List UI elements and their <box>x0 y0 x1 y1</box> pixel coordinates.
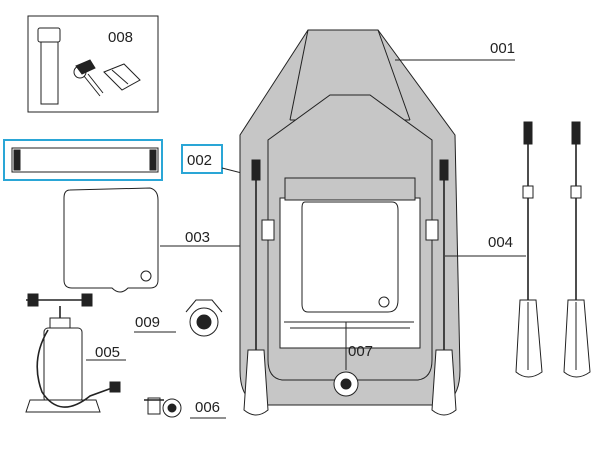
repair-patch <box>103 63 141 91</box>
valve-key-head <box>75 59 96 75</box>
oar-left-blade <box>243 349 269 416</box>
repair-kit-frame <box>27 15 159 113</box>
seat-bench-icon <box>11 147 159 173</box>
label-002: 002 <box>187 152 212 169</box>
oar-a-blade <box>515 299 543 378</box>
adaptor-a <box>147 397 161 415</box>
floor-board-icon <box>63 187 159 293</box>
label-006: 006 <box>195 399 220 416</box>
seat-highlight-box <box>3 139 163 181</box>
valve-key-shaft <box>83 73 104 97</box>
label-005: 005 <box>95 344 120 361</box>
part-008-repair-kit[interactable]: 008 <box>27 15 159 113</box>
oarlock-right <box>425 219 439 241</box>
label-001: 001 <box>490 40 515 57</box>
label-003: 003 <box>185 229 210 246</box>
glue-cap <box>37 27 61 43</box>
pump-hose <box>36 329 113 408</box>
label-008: 008 <box>108 29 133 46</box>
part-009-valve[interactable]: 009 <box>134 299 223 337</box>
part-004-oars[interactable]: 004 <box>445 121 591 378</box>
pump-cylinder <box>43 327 83 403</box>
oarlock-left <box>261 219 275 241</box>
part-007-plug[interactable]: 007 <box>333 322 373 397</box>
label-009: 009 <box>135 314 160 331</box>
glue-tube <box>40 41 59 105</box>
boat-seat <box>284 177 416 201</box>
part-001-boat[interactable]: 001 <box>239 29 515 416</box>
boat-floor-area <box>279 197 421 349</box>
label-004: 004 <box>488 234 513 251</box>
part-002-seat[interactable]: 002 <box>3 139 286 185</box>
part-005-pump[interactable]: 005 <box>25 293 126 413</box>
pump-base <box>25 399 101 413</box>
part-006-adaptor[interactable]: 006 <box>144 397 226 419</box>
oar-right-blade <box>431 349 457 416</box>
part-003-floor[interactable]: 003 <box>63 187 300 293</box>
label-007: 007 <box>348 343 373 360</box>
label-002-box <box>181 144 223 174</box>
transom-bar <box>284 321 414 329</box>
oar-b-blade <box>563 299 591 378</box>
boat-floor-board <box>301 201 399 313</box>
